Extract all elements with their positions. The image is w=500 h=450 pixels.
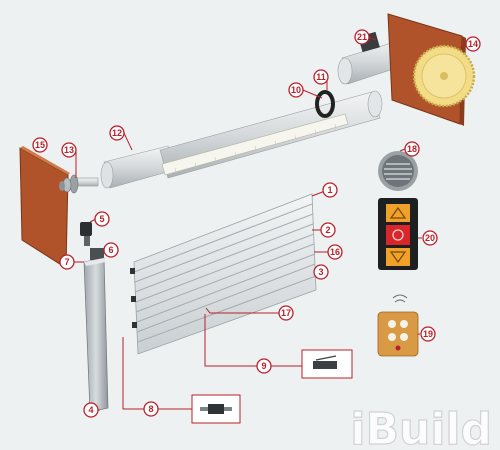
svg-text:11: 11 xyxy=(316,72,326,82)
callout-7: 7 xyxy=(59,254,75,270)
callout-12: 12 xyxy=(109,125,125,141)
callout-17: 17 xyxy=(278,305,294,321)
detail-box-9 xyxy=(301,349,353,379)
left-end-bracket xyxy=(19,146,70,269)
callout-21: 21 xyxy=(354,29,370,45)
top-guide-cap xyxy=(80,222,92,246)
guide-block xyxy=(90,248,104,260)
svg-text:1: 1 xyxy=(327,185,332,195)
svg-text:13: 13 xyxy=(64,145,74,155)
motor-coupling-ring xyxy=(315,90,335,118)
svg-text:14: 14 xyxy=(468,39,478,49)
callout-1: 1 xyxy=(322,182,338,198)
callout-14: 14 xyxy=(465,36,481,52)
callout-20: 20 xyxy=(422,230,438,246)
callout-5: 5 xyxy=(94,211,110,227)
callout-6: 6 xyxy=(103,242,119,258)
svg-text:15: 15 xyxy=(35,140,45,150)
svg-text:2: 2 xyxy=(325,225,330,235)
side-guide-rail xyxy=(83,257,109,413)
callout-3: 3 xyxy=(313,264,329,280)
svg-text:21: 21 xyxy=(357,32,367,42)
svg-text:3: 3 xyxy=(318,267,323,277)
svg-text:7: 7 xyxy=(64,257,69,267)
callout-10: 10 xyxy=(288,82,304,98)
callout-markers: 1 2 3 4 5 6 7 8 xyxy=(32,29,481,418)
callout-19: 19 xyxy=(420,326,436,342)
callout-4: 4 xyxy=(83,402,99,418)
ibuild-watermark: iBuild xyxy=(350,404,492,450)
crown-gear xyxy=(412,44,476,108)
callout-16: 16 xyxy=(327,244,343,260)
svg-text:17: 17 xyxy=(281,308,291,318)
shutter-curtain xyxy=(130,193,317,355)
svg-text:6: 6 xyxy=(108,245,113,255)
svg-text:9: 9 xyxy=(261,361,266,371)
svg-text:8: 8 xyxy=(148,404,153,414)
remote-control xyxy=(377,294,419,357)
svg-text:19: 19 xyxy=(423,329,433,339)
svg-text:20: 20 xyxy=(425,233,435,243)
svg-text:18: 18 xyxy=(407,144,417,154)
round-switch xyxy=(378,151,418,191)
callout-8: 8 xyxy=(143,401,159,417)
callout-18: 18 xyxy=(404,141,420,157)
callout-13: 13 xyxy=(61,142,77,158)
callout-2: 2 xyxy=(320,222,336,238)
callout-15: 15 xyxy=(32,137,48,153)
svg-text:16: 16 xyxy=(330,247,340,257)
callout-9: 9 xyxy=(256,358,272,374)
wall-rocker-switch xyxy=(378,198,418,270)
svg-text:5: 5 xyxy=(99,214,104,224)
svg-text:4: 4 xyxy=(88,405,93,415)
roller-tube xyxy=(159,90,383,179)
detail-box-8 xyxy=(191,394,241,424)
callout-11: 11 xyxy=(313,69,329,85)
svg-text:12: 12 xyxy=(112,128,122,138)
svg-text:10: 10 xyxy=(291,85,301,95)
axle-pin xyxy=(59,174,99,194)
leader-lines xyxy=(35,36,466,411)
